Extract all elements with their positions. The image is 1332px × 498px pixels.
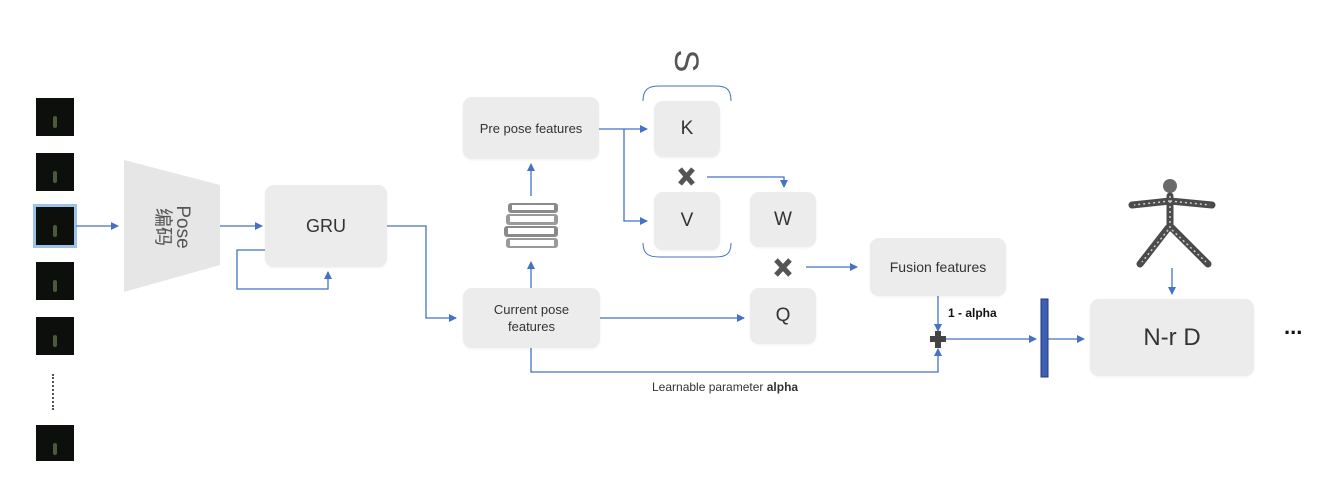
input-frame-2: [36, 153, 74, 191]
vertical-ellipsis: [52, 374, 57, 410]
one-minus-alpha-label: 1 - alpha: [948, 306, 997, 320]
k-box: K: [654, 101, 720, 157]
learnable-alpha-bold: alpha: [766, 380, 799, 394]
pre-pose-features-box: Pre pose features: [463, 97, 599, 159]
nrd-box: N-r D: [1090, 299, 1254, 376]
nrd-label: N-r D: [1143, 323, 1201, 351]
learnable-prefix: Learnable parameter: [652, 380, 767, 394]
w-box: W: [750, 192, 816, 247]
pre-pose-label: Pre pose features: [479, 120, 583, 136]
input-frame-4: [36, 262, 74, 300]
input-frame-last: [36, 425, 74, 461]
multiply-icon: [678, 167, 695, 186]
human-mesh-icon: [1128, 179, 1216, 268]
q-label: Q: [775, 305, 791, 326]
books-icon: [504, 203, 558, 248]
fusion-label: Fusion features: [889, 259, 987, 275]
w-label: W: [774, 208, 792, 230]
current-pose-line2: features: [508, 319, 555, 334]
encoder-line1: Pose: [172, 205, 193, 249]
concat-bar: [1040, 298, 1049, 378]
multiply-icon: [774, 258, 792, 277]
encoder-line2: 编码: [152, 207, 173, 246]
gru-label: GRU: [306, 215, 346, 236]
current-pose-line1: Current pose: [493, 302, 570, 317]
q-box: Q: [750, 288, 816, 344]
pose-encoder-label: Pose 编码: [150, 182, 194, 272]
gru-box: GRU: [265, 185, 387, 267]
input-frame-current: [33, 204, 77, 248]
v-box: V: [654, 192, 720, 250]
input-frame-5: [36, 317, 74, 355]
s-symbol: S: [667, 49, 705, 73]
plus-icon: [930, 331, 946, 348]
v-label: V: [680, 210, 694, 231]
learnable-alpha-label: Learnable parameter alpha: [652, 380, 798, 394]
fusion-features-box: Fusion features: [870, 238, 1006, 296]
pose-encoder-shape: [124, 160, 220, 292]
input-frame-1: [36, 98, 74, 136]
current-pose-features-box: Current pose features: [463, 288, 600, 348]
ellipsis: ...: [1284, 314, 1303, 339]
k-label: K: [680, 118, 694, 139]
